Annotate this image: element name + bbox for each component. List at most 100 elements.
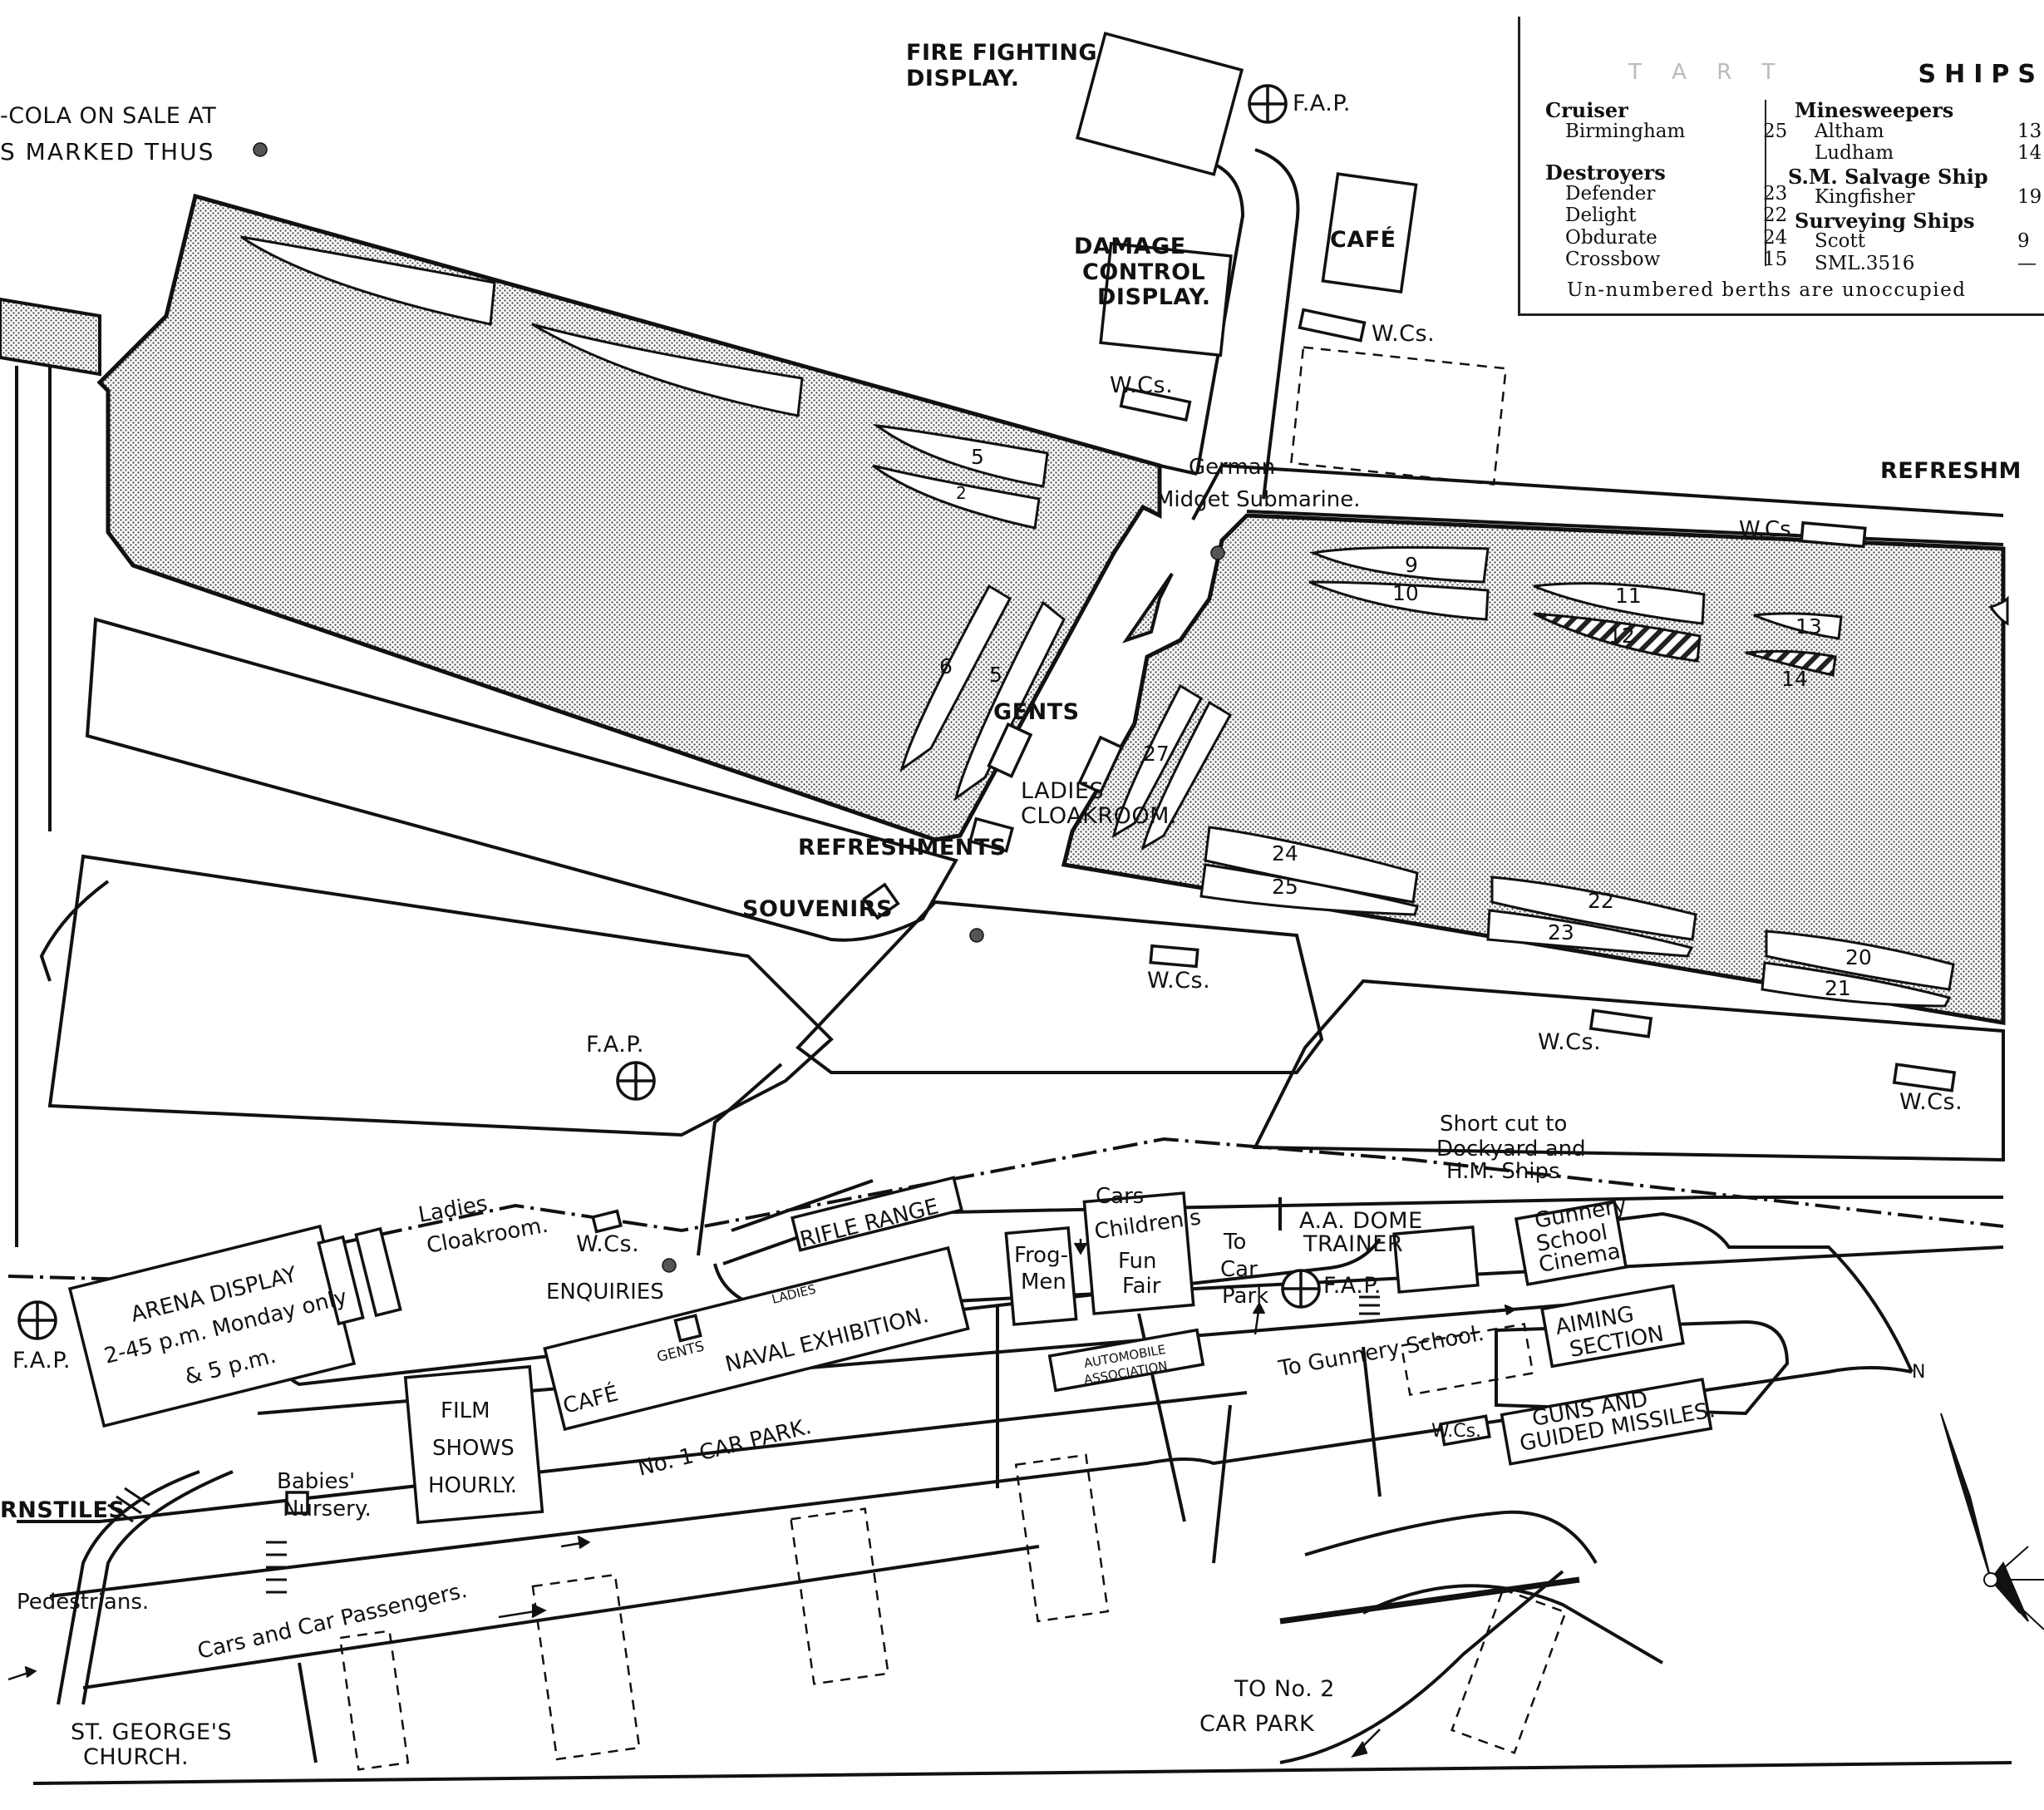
ship-berth-13 (1753, 612, 1843, 640)
legend-heading-surveying: Surveying Ships (1795, 208, 1975, 233)
ships (240, 235, 2009, 1008)
label-frogmen-2: Men (1021, 1270, 1066, 1295)
building-wc-top-2 (1119, 386, 1192, 422)
label-wcs-arena: W.Cs. (576, 1231, 639, 1257)
label-to-car-park-2: Car (1220, 1257, 1258, 1282)
legend-divider (1765, 100, 1766, 266)
parking-2 (790, 1507, 889, 1685)
label-short-cut-3: H.M. Ships (1446, 1159, 1560, 1184)
berth-label-6: 6 (939, 654, 953, 678)
berth-label-21: 21 (1825, 976, 1851, 1000)
label-to-car-park-3: Park (1222, 1284, 1268, 1309)
label-st-george-1: ST. GEORGE'S (71, 1719, 232, 1745)
ship-berth-27b (1140, 700, 1233, 851)
marker-dot-central (969, 928, 984, 943)
berth-label-12: 12 (1608, 624, 1635, 648)
berth-label-20: 20 (1845, 945, 1872, 969)
building-gents (987, 722, 1033, 779)
label-enquiries: ENQUIRIES (546, 1280, 664, 1304)
building-babies-nursery (285, 1491, 309, 1515)
berth-label-5: 5 (989, 663, 1002, 687)
building-ladies-cloakroom-b1 (317, 1235, 365, 1326)
marker-dot-submarine (1210, 545, 1225, 560)
arrow-no2 (1351, 1729, 1381, 1758)
label-to-no2-1: TO No. 2 (1234, 1676, 1335, 1702)
basin-west (96, 193, 1162, 842)
label-german-1: German (1189, 455, 1275, 480)
fap-icon-top (1248, 84, 1288, 124)
building-aiming (1540, 1284, 1685, 1369)
label-childrens-2: Fun (1118, 1249, 1157, 1274)
building-gunnery-cinema (1514, 1200, 1628, 1286)
building-souvenirs (862, 882, 900, 920)
label-wcs-east-2: W.Cs. (1899, 1089, 1963, 1115)
arrow-cars-2 (560, 1535, 591, 1550)
berth-label-25: 25 (1272, 875, 1298, 899)
building-damage-control (1099, 241, 1233, 358)
legend-faint-heading: T A R T (1628, 60, 1787, 85)
label-to-car-park-1: To (1223, 1230, 1246, 1255)
building-ladies-cloakroom-b2 (354, 1226, 402, 1318)
ship-berth-25 (1199, 863, 1419, 916)
building-wc-east (1800, 520, 1867, 549)
compass-rose (1940, 1413, 2044, 1630)
label-wcs-east: W.Cs. (1739, 517, 1798, 542)
ship-berth-3 (872, 423, 1049, 488)
building-aa-dome (1392, 1226, 1480, 1294)
building-wc-mid-2 (1588, 1009, 1653, 1038)
ship-berth-9 (1308, 545, 1490, 584)
road-network (15, 148, 2012, 1785)
label-short-cut-1: Short cut to (1440, 1112, 1567, 1137)
berth-label-24: 24 (1272, 841, 1298, 866)
notice-line-1: -COLA ON SALE AT (0, 103, 216, 129)
building-wc-east-2 (1892, 1063, 1957, 1092)
building-film-shows (403, 1364, 544, 1525)
buildings (67, 32, 1957, 1771)
ship-berth-5 (953, 600, 1066, 801)
berth-label-13: 13 (1795, 614, 1822, 639)
label-babies-2: Nursery. (283, 1497, 372, 1521)
label-film-2: SHOWS (432, 1436, 515, 1461)
label-turnstiles: RNSTILES (0, 1497, 125, 1523)
label-film-3: HOURLY. (428, 1473, 517, 1498)
ship-berth-27a (1111, 683, 1203, 839)
building-childrens-fair (1082, 1191, 1195, 1315)
arrow-car-park (1252, 1301, 1266, 1335)
fap-icon-mid (616, 1061, 656, 1101)
fap-icon-left (17, 1300, 57, 1340)
label-damage-2: CONTROL (1082, 259, 1205, 285)
legend-note: Un-numbered berths are unoccupied (1567, 279, 1967, 301)
building-frogmen (1004, 1226, 1078, 1326)
ship-berth-22 (1490, 875, 1697, 941)
label-fire-fighting-2: DISPLAY. (906, 66, 1020, 91)
building-rifle-range (791, 1176, 963, 1252)
label-to-gunnery: To Gunnery School. (1276, 1321, 1486, 1382)
label-gents: GENTS (993, 699, 1080, 725)
building-refreshments (968, 816, 1014, 853)
turnstiles-marks (107, 1295, 1380, 1594)
notice-line-2: S MARKED THUS (0, 138, 214, 165)
label-ladies-cloak-2: CLOAKROOM. (1021, 803, 1177, 829)
label-babies-1: Babies' (277, 1469, 355, 1494)
label-frogmen-1: Frog- (1014, 1243, 1068, 1268)
label-childrens-3: Fair (1122, 1274, 1161, 1299)
label-damage-3: DISPLAY. (1097, 284, 1211, 310)
ship-berth-12 (1533, 612, 1702, 663)
ship-berth-2 (872, 464, 1041, 530)
berth-label-3: 5 (971, 445, 984, 469)
legend-heading-destroyers: Destroyers (1545, 160, 1666, 185)
building-ladies-cloak (1077, 735, 1124, 795)
label-fap-left: F.A.P. (12, 1348, 71, 1374)
ship-berth-6 (899, 584, 1012, 772)
marker-dot-notice (253, 142, 268, 157)
label-ladies-cloak-1: LADIES (1021, 778, 1104, 804)
legend-heading-cruiser: Cruiser (1545, 98, 1628, 122)
ship-berth-23 (1486, 909, 1694, 958)
ship-berth-east-edge (1988, 595, 2009, 626)
ship-berth-11 (1533, 582, 1706, 625)
